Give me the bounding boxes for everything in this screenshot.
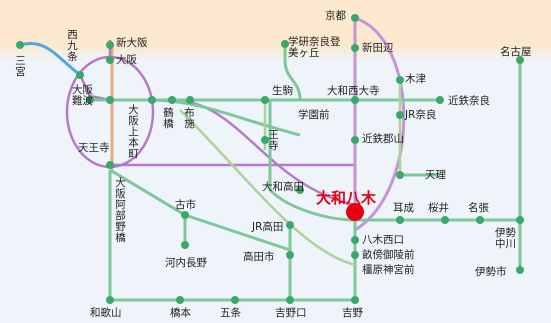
station-fuse[interactable]: 布施	[184, 107, 195, 130]
station-gakken-nara-tomigaoka[interactable]: 学研奈良登美ヶ丘	[288, 36, 341, 59]
station-gojo[interactable]: 五条	[220, 307, 241, 319]
station-osaka[interactable]: 大阪	[116, 54, 137, 66]
station-osaka-namba[interactable]: 大阪難波	[72, 84, 93, 107]
station-oji[interactable]: 王寺	[268, 129, 279, 152]
station-nishikujo[interactable]: 西九条	[67, 29, 78, 63]
station-kintetsu-koriyama[interactable]: 近鉄郡山	[362, 133, 404, 145]
station-kintetsu-nara[interactable]: 近鉄奈良	[448, 95, 490, 107]
station-hashimoto[interactable]: 橋本	[170, 307, 191, 319]
station-tenri[interactable]: 天理	[425, 169, 446, 181]
station-yamato-takada[interactable]: 大和高田	[262, 181, 304, 193]
station-gakuen-mae[interactable]: 学園前	[298, 109, 330, 121]
station-kyoto[interactable]: 京都	[325, 10, 346, 22]
station-osaka-uehommachi[interactable]: 大阪上本町	[128, 104, 139, 160]
station-tennoji[interactable]: 天王寺	[78, 142, 110, 154]
station-osaka-abenobashi[interactable]: 大阪阿部野橋	[115, 177, 126, 244]
station-ikoma[interactable]: 生駒	[272, 85, 293, 97]
station-shin-osaka[interactable]: 新大阪	[116, 37, 148, 49]
station-furuichi[interactable]: 古市	[175, 199, 196, 211]
station-jr-takada[interactable]: JR高田	[252, 221, 284, 233]
station-yamato-saidaiji[interactable]: 大和西大寺	[327, 85, 380, 97]
station-shin-tanabe[interactable]: 新田辺	[362, 42, 394, 54]
station-yoshinoguchi[interactable]: 吉野口	[275, 307, 307, 319]
station-kizu[interactable]: 木津	[405, 73, 426, 85]
station-nagoya[interactable]: 名古屋	[500, 46, 532, 58]
highlight-station-marker[interactable]	[346, 203, 364, 221]
station-yoshino[interactable]: 吉野	[342, 307, 363, 319]
station-kashiharajingu-mae[interactable]: 橿原神宮前	[362, 264, 415, 276]
station-unebi-goryomae[interactable]: 畝傍御陵前	[362, 249, 415, 261]
station-tsuruhashi[interactable]: 鶴橋	[163, 107, 174, 130]
station-jr-nara[interactable]: JR奈良	[405, 109, 437, 121]
station-wakayama[interactable]: 和歌山	[90, 307, 122, 319]
station-yagi-nishiguchi[interactable]: 八木西口	[362, 234, 404, 246]
station-miminashi[interactable]: 耳成	[393, 202, 414, 214]
station-kawachinagano[interactable]: 河内長野	[165, 257, 207, 269]
station-yamato-yagi-highlight[interactable]: 大和八木	[316, 189, 377, 207]
station-sannomiya[interactable]: 三宮	[15, 55, 26, 78]
station-iseshi[interactable]: 伊勢市	[475, 266, 507, 278]
station-takadashi[interactable]: 高田市	[243, 251, 275, 263]
station-sakurai[interactable]: 桜井	[428, 202, 449, 214]
station-nabari[interactable]: 名張	[468, 202, 489, 214]
station-ise-nakagawa[interactable]: 伊勢中川	[495, 227, 516, 250]
